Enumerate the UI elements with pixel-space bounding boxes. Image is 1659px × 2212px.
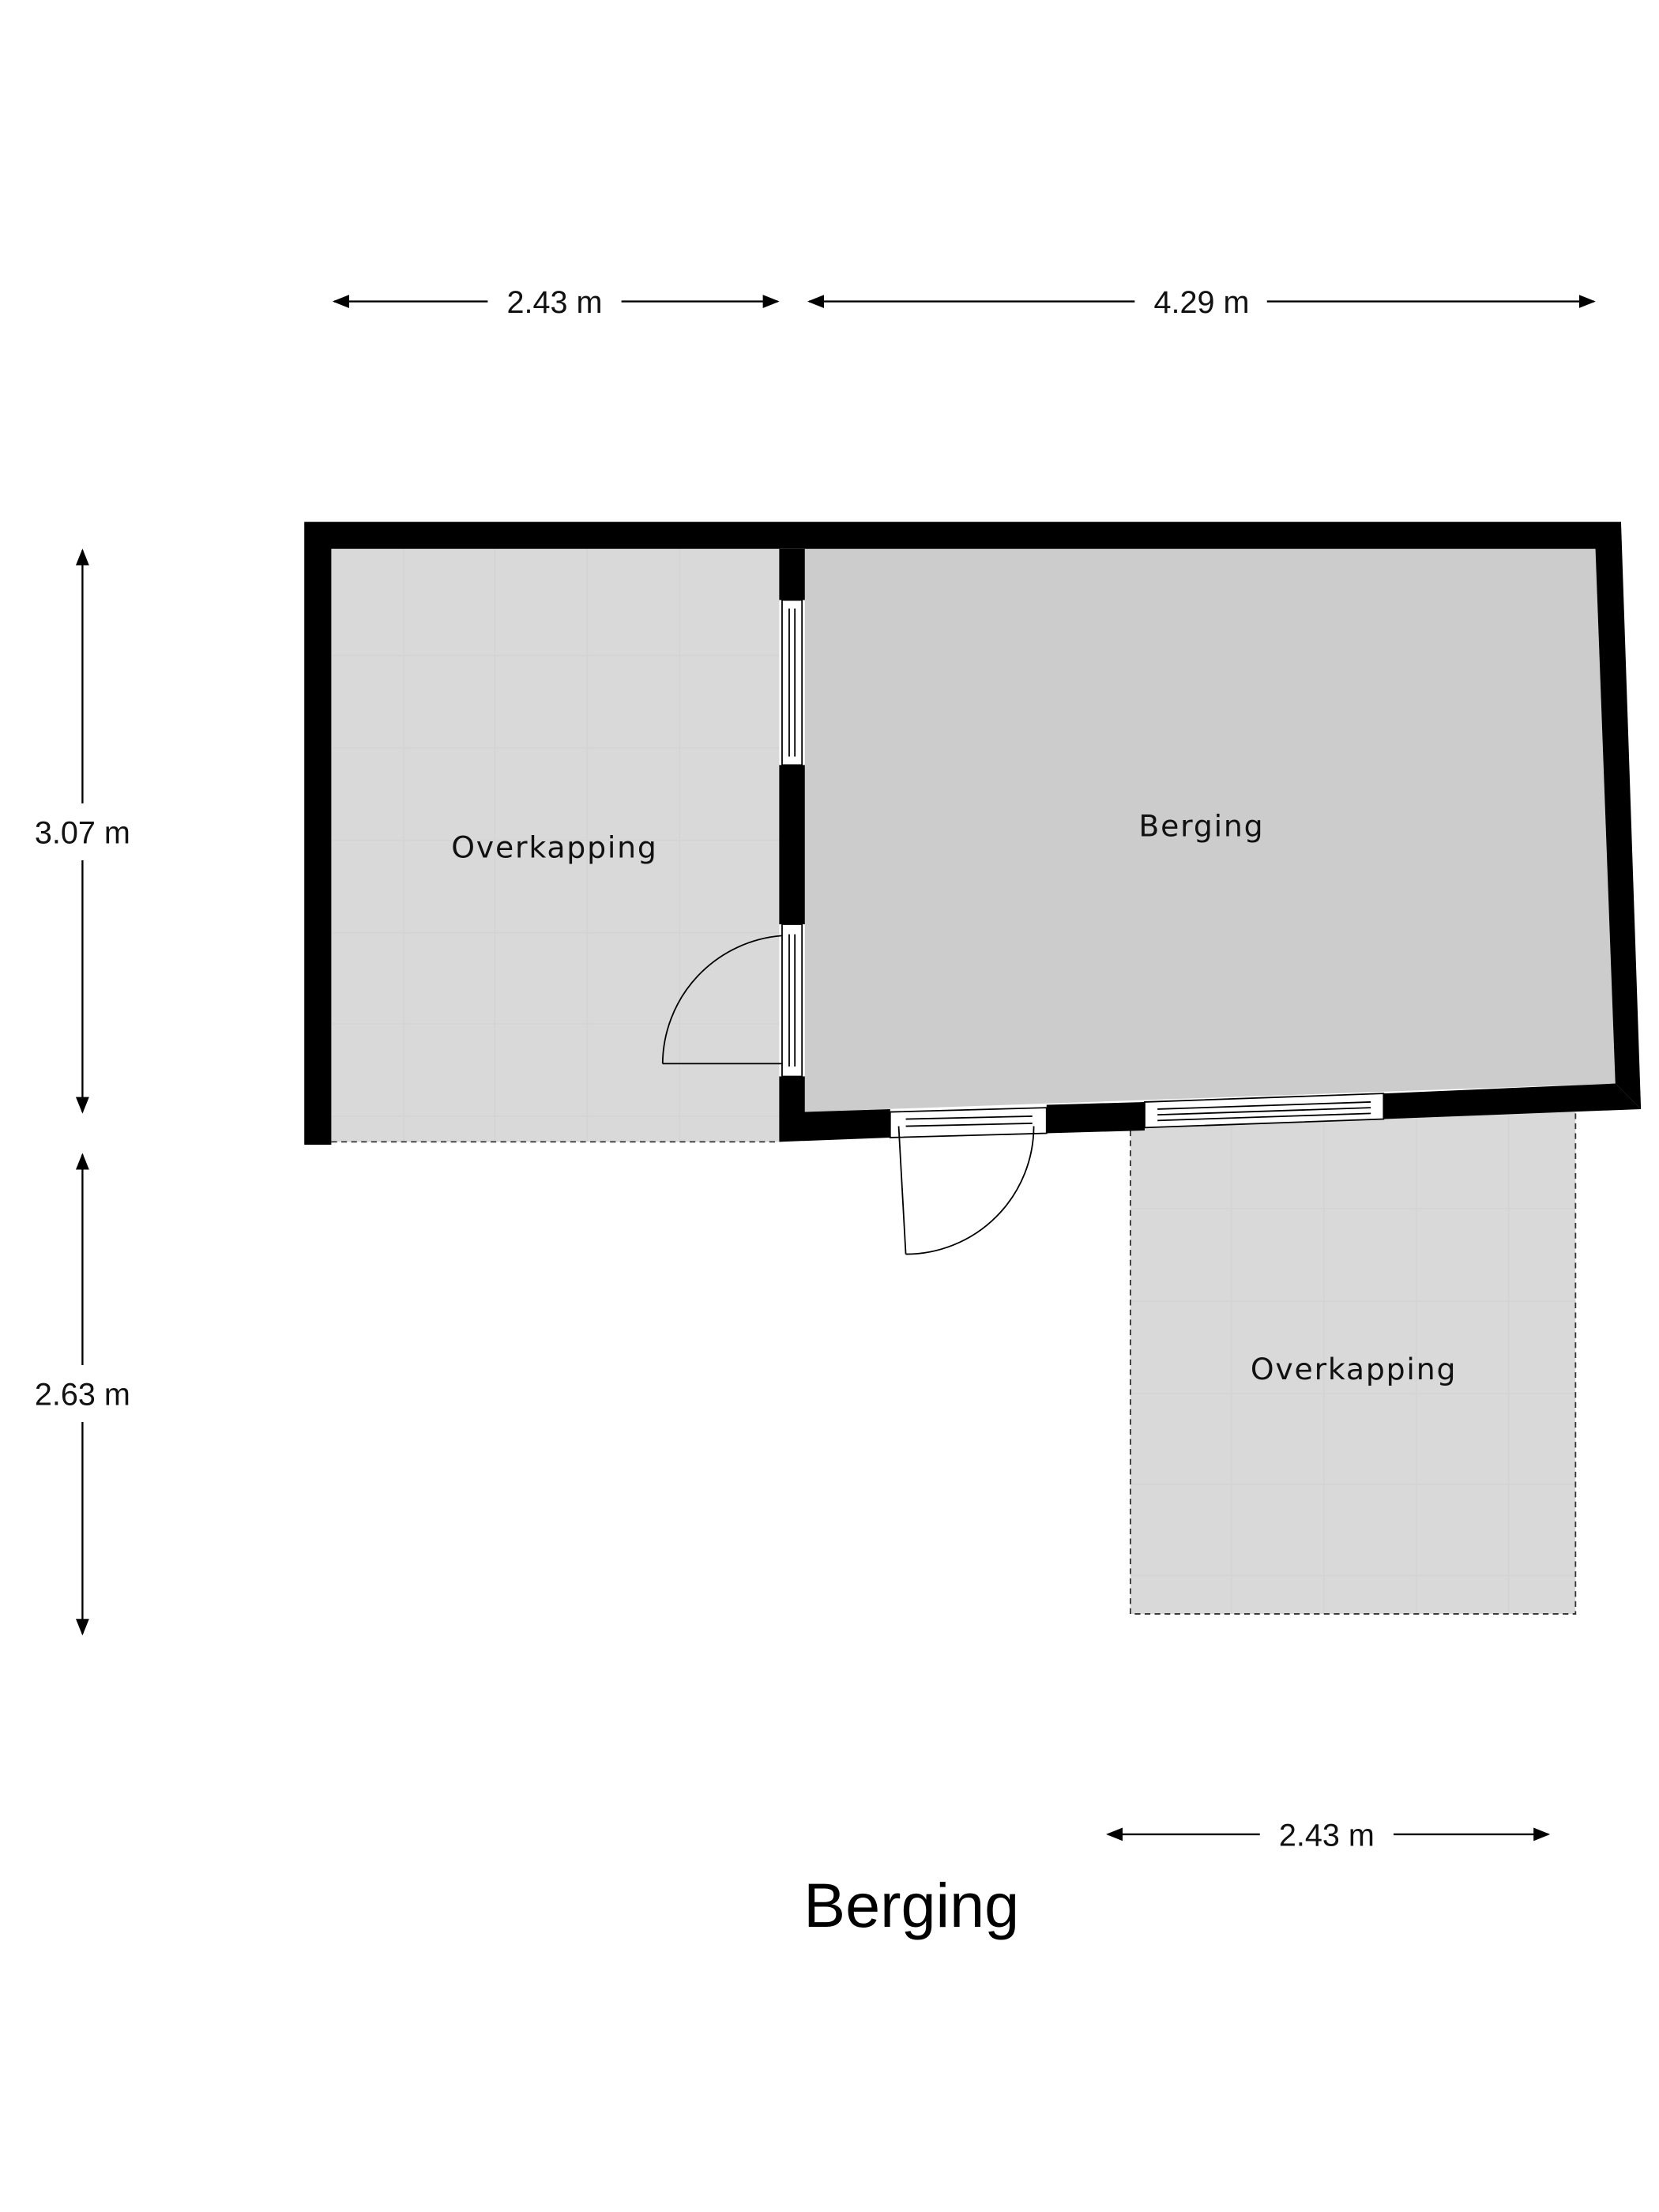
floor-plan-title: Berging (803, 1870, 1019, 1940)
dimension-bottom: 2.43 m (1106, 1818, 1551, 1853)
dimension-left-upper: 3.07 m (35, 548, 130, 1114)
dimension-label: 2.63 m (35, 1377, 130, 1412)
dimension-label: 2.43 m (1279, 1818, 1375, 1853)
dimension-left-lower: 2.63 m (35, 1153, 130, 1636)
dimension-label: 4.29 m (1153, 285, 1249, 320)
room-label-berging: Berging (1138, 808, 1264, 843)
dimension-label: 3.07 m (35, 815, 130, 850)
window-middle-wall (781, 599, 803, 766)
room-label-overkapping-right: Overkapping (1251, 1352, 1457, 1386)
window-door-middle-wall (781, 924, 803, 1078)
window-door-bottom-wall (889, 1107, 1048, 1138)
room-label-overkapping-left: Overkapping (451, 830, 657, 864)
door-swing-bottom (897, 1126, 1035, 1255)
dimension-top-left: 2.43 m (332, 285, 780, 320)
room-overkapping-right (1130, 1112, 1577, 1615)
dimension-label: 2.43 m (506, 285, 602, 320)
window-bottom-wall (1144, 1093, 1385, 1129)
dimension-top-right: 4.29 m (807, 285, 1596, 320)
door-swing-left (661, 935, 783, 1065)
room-berging (804, 548, 1616, 1112)
walls (304, 521, 1642, 1145)
room-overkapping-left (331, 548, 780, 1143)
